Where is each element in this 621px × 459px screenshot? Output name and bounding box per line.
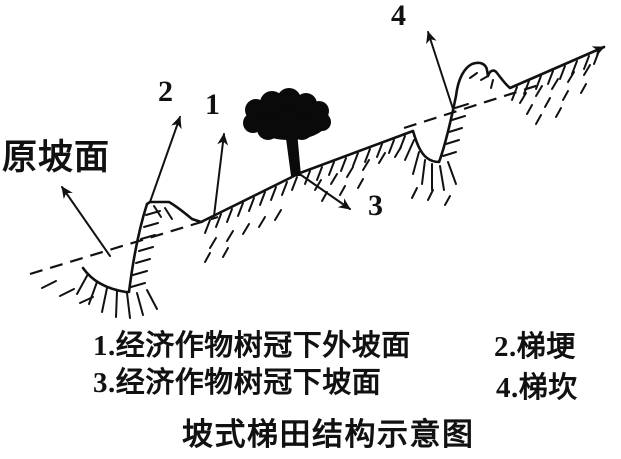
hatching-ridge-bump [469,72,494,89]
tree-icon [243,88,331,176]
hatching-upper-slope [511,50,600,125]
marker-label-3: 3 [368,189,383,222]
pointer-arrow-3 [300,174,351,210]
pointer-arrow-2 [149,116,182,203]
legend-item-terrace-ridge: 2.梯埂 [494,331,576,363]
figure-caption: 坡式梯田结构示意图 [182,417,475,452]
original-slope-dashed-line [29,82,543,276]
marker-label-2: 2 [158,75,173,108]
marker-label-1: 1 [205,88,220,121]
marker-label-4: 4 [391,0,406,32]
legend-item-under-crown-slope: 3.经济作物树冠下坡面 [93,367,382,399]
hatching-middle-slope [304,135,406,202]
legend-item-terrace-step: 4.梯坎 [496,372,578,404]
pointer-arrow-4 [426,31,455,113]
terrace-profile-line [81,45,606,294]
hatching-upper-hollow-fan [404,139,457,206]
tree-trunk [285,131,301,176]
original-slope-label: 原坡面 [2,138,111,177]
original-slope-leader-arrow [61,186,111,257]
pointer-arrow-1 [213,133,229,217]
hatching-lower-slope [204,176,298,263]
hatching-lower-hollow-fan [41,273,158,319]
hatching-lower-riser [130,205,173,288]
hatching-upper-riser [442,103,469,157]
legend-item-outer-slope: 1.经济作物树冠下外坡面 [93,330,411,362]
